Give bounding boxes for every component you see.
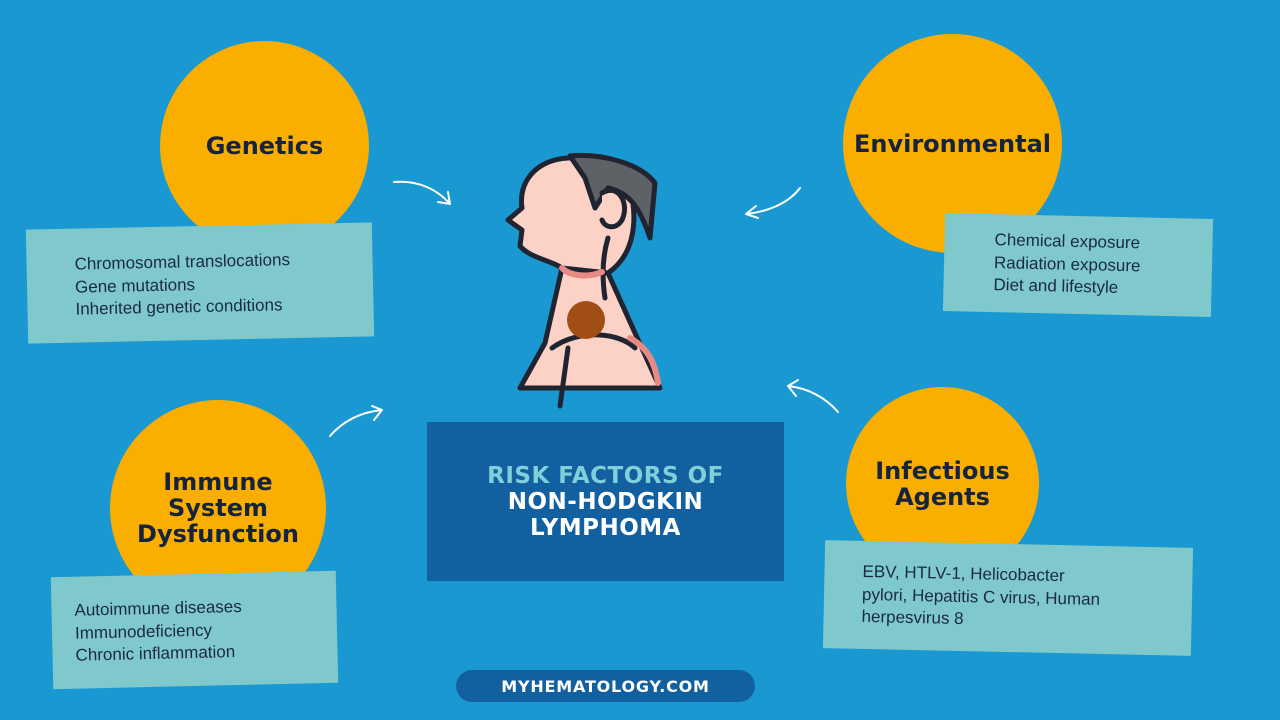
- environmental-item: Diet and lifestyle: [993, 275, 1119, 297]
- immune-title-line: System: [168, 494, 268, 522]
- shoulder-shading: [627, 335, 661, 386]
- environmental-title: Environmental: [853, 129, 1052, 158]
- immune-title-line: Immune: [163, 468, 273, 496]
- immune-title-line: Dysfunction: [137, 520, 299, 548]
- arrow-immune: [329, 405, 383, 437]
- environmental-note: Chemical exposure Radiation exposure Die…: [942, 212, 1214, 318]
- neck-line: [600, 235, 611, 301]
- title-line-2: NON-HODGKIN: [507, 488, 704, 515]
- immune-note: Autoimmune diseases Immunodeficiency Chr…: [50, 570, 339, 690]
- footer-website: MYHEMATOLOGY.COM: [456, 670, 755, 702]
- lymph-node: [567, 301, 605, 339]
- shoulder-line: [549, 332, 638, 351]
- arrow-environmental: [745, 187, 801, 219]
- head-neck-illustration: [505, 152, 663, 409]
- infectious-title: Infectious Agents: [875, 458, 1010, 510]
- infectious-title-line: Infectious: [875, 456, 1010, 485]
- collar-line: [557, 345, 571, 409]
- title-line-3: LYMPHOMA: [530, 514, 681, 541]
- infectious-note: EBV, HTLV-1, Helicobacter pylori, Hepati…: [822, 540, 1194, 656]
- genetics-item: Inherited genetic conditions: [75, 295, 283, 319]
- title-line-1: RISK FACTORS OF: [487, 462, 724, 489]
- footer-text: MYHEMATOLOGY.COM: [501, 676, 710, 696]
- genetics-title: Genetics: [205, 131, 324, 160]
- title-box: RISK FACTORS OF NON-HODGKIN LYMPHOMA: [427, 422, 784, 581]
- ear: [599, 188, 627, 230]
- immune-item: Chronic inflammation: [75, 642, 236, 665]
- immune-title: Immune System Dysfunction: [137, 469, 299, 547]
- arrow-genetics: [393, 180, 451, 205]
- genetics-note: Chromosomal translocations Gene mutation…: [25, 222, 375, 344]
- jaw-line: [559, 265, 605, 279]
- arrow-infectious: [787, 379, 839, 413]
- infectious-description: EBV, HTLV-1, Helicobacter pylori, Hepati…: [861, 561, 1101, 629]
- genetics-circle: Genetics: [160, 41, 369, 250]
- infectious-title-line: Agents: [895, 482, 990, 511]
